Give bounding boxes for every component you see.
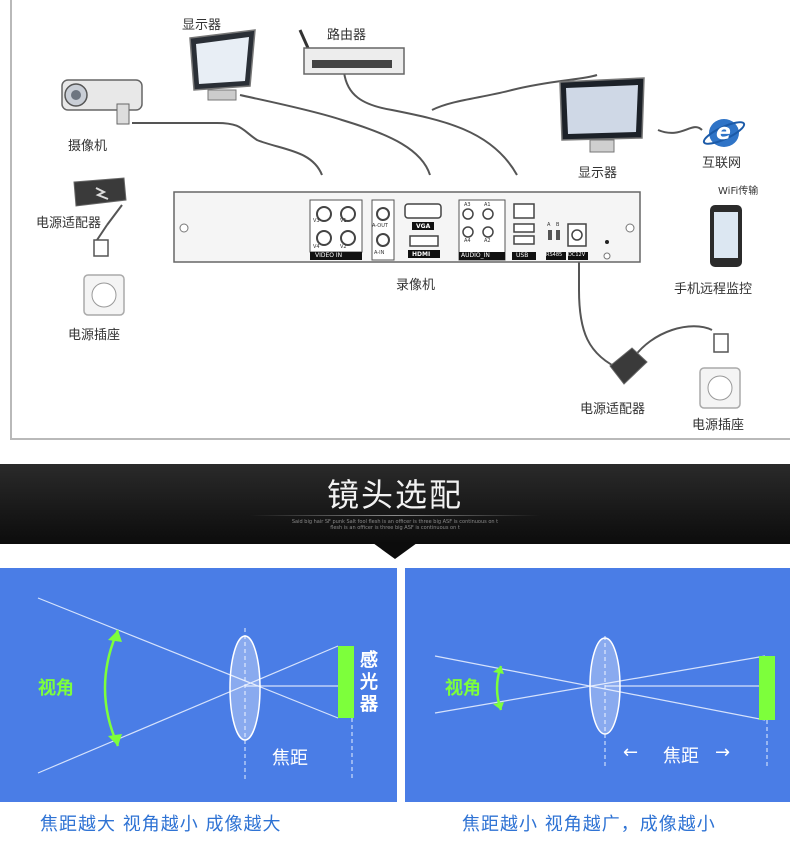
port-dc12v: DC12V [568,252,586,258]
wiring-diagram-graphic [61,29,746,409]
section-banner: 镜头选配 Said big hair SF punk Salt fool fle… [0,464,790,544]
port-v1: V1 [340,218,347,224]
left-view-angle-label: 视角 [38,678,74,699]
label-router: 路由器 [327,28,367,43]
monitor-vga-cable [239,94,431,176]
power-socket-right-graphic [699,333,741,409]
right-focal-arrow-left: ← [623,742,639,763]
label-wifi: WiFi传输 [718,186,759,197]
label-power-adapter-left: 电源适配器 [36,216,102,231]
banner-divider [250,515,540,516]
port-vga: VGA [416,223,431,230]
internet-icon-graphic [702,119,746,147]
adapter-left-cable-top [106,204,123,226]
port-v2: V2 [340,244,347,250]
port-usb: USB [516,252,529,259]
label-monitor-right: 显示器 [578,166,618,181]
caption-long-focal: 焦距越大 视角越小 成像越大 [40,814,282,835]
dvr-power-cable [578,262,623,371]
right-view-angle-label: 视角 [445,678,481,699]
banner-subtitle-line2: flesh is an officer is three big ASF is … [330,525,460,531]
camera-graphic [61,79,143,125]
monitor-internet-cable [657,126,703,134]
label-power-socket-right: 电源插座 [692,418,745,433]
label-power-adapter-right: 电源适配器 [580,402,646,417]
lens-panel-long-focal: 视角 感 光 器 焦距 [0,568,397,802]
sensor-char-2: 光 [360,672,378,693]
label-mobile: 手机远程监控 [674,282,753,297]
banner-title: 镜头选配 [326,476,463,514]
lens-diagram-long-focal [37,597,354,780]
port-a1: A1 [484,202,491,208]
port-a: A [547,222,551,228]
power-adapter-left-graphic [73,177,127,207]
port-b: B [556,222,560,228]
banner-pointer [373,543,417,559]
adapter-right-cable [631,325,713,361]
adapter-left-cable-bottom [96,224,108,241]
sensor-char-3: 器 [360,694,378,715]
caption-short-focal: 焦距越小 视角越广，成像越小 [462,814,716,835]
dvr-graphic [173,191,641,263]
port-v4: V4 [313,244,320,250]
smartphone-graphic [710,205,742,267]
router-monitor-cable [431,74,598,111]
port-audio-in: AUDIO_IN [461,252,490,259]
port-ain: A-IN [374,250,385,256]
label-monitor-top: 显示器 [182,18,222,33]
label-internet: 互联网 [702,156,742,171]
monitor-top-graphic [189,29,256,101]
internet-icon: e [716,120,731,145]
sensor-char-1: 感 [360,650,378,671]
router-graphic [298,29,405,75]
right-focal-label: 焦距 [663,746,699,767]
port-rs485: RS485 [546,252,563,258]
port-a4: A4 [464,238,471,244]
wiring-diagram: 显示器 路由器 摄像机 电源适配器 电源插座 显示器 互联网 WiFi传输 录像… [10,0,790,440]
port-video-in: VIDEO IN [315,252,343,259]
label-dvr: 录像机 [396,278,436,293]
right-focal-arrow-right: → [715,742,731,763]
monitor-right-graphic [559,77,645,153]
label-camera: 摄像机 [68,139,108,154]
banner-subtitle-line1: Said big hair SF punk Salt fool flesh is… [291,519,499,525]
port-v3: V3 [313,218,320,224]
router-lan-cable [343,71,518,176]
lens-diagram-short-focal [434,636,775,768]
lens-panel-short-focal: 视角 ← 焦距 → [405,568,790,802]
port-hdmi: HDMI [412,251,431,258]
power-socket-left-graphic [83,239,125,316]
port-aout: A-OUT [372,223,388,229]
power-adapter-right-graphic [609,347,648,385]
camera-cable [131,121,323,176]
label-power-socket-left: 电源插座 [68,328,121,343]
port-a2: A2 [484,238,491,244]
port-a3: A3 [464,202,471,208]
left-focal-label: 焦距 [272,748,308,769]
